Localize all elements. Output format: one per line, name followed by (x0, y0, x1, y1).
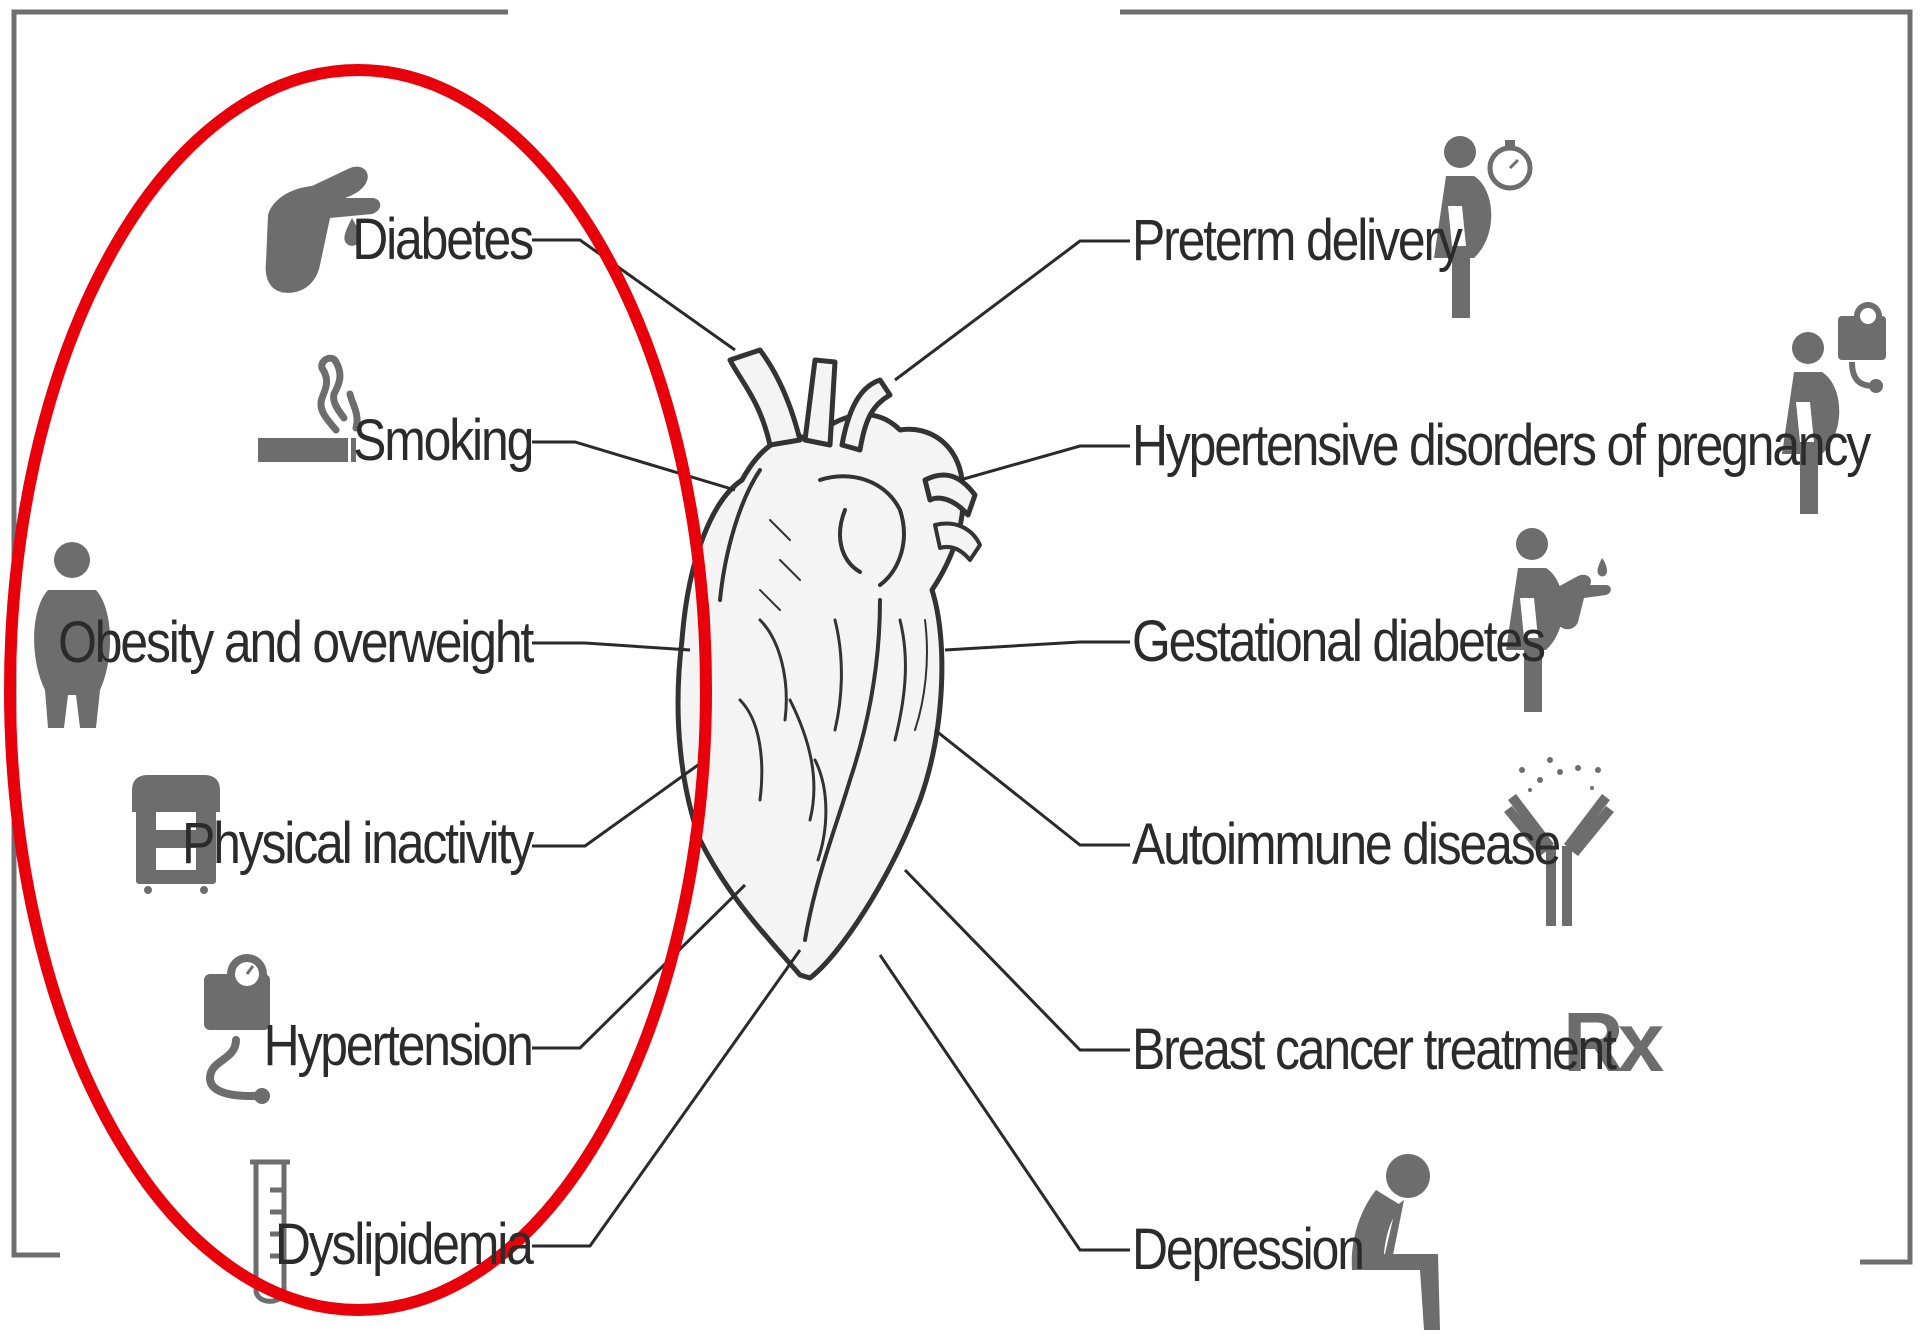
label-gestational-diabetes: Gestational diabetes (1132, 613, 1544, 671)
label-autoimmune-disease: Autoimmune disease (1132, 816, 1559, 874)
label-dyslipidemia: Dyslipidemia (275, 1216, 532, 1274)
pregnant-woman-blood-pressure-icon (1782, 302, 1886, 514)
label-obesity: Obesity and overweight (58, 614, 532, 672)
label-hypertension: Hypertension (264, 1017, 532, 1075)
label-preterm-delivery: Preterm delivery (1132, 212, 1461, 270)
heart-illustration (678, 350, 980, 978)
cigarette-icon (258, 358, 357, 462)
label-breast-cancer-treatment: Breast cancer treatment (1132, 1021, 1615, 1079)
label-physical-inactivity: Physical inactivity (182, 815, 532, 873)
label-depression: Depression (1132, 1221, 1363, 1279)
depressed-person-icon (1352, 1154, 1440, 1330)
label-smoking: Smoking (353, 412, 532, 470)
label-diabetes: Diabetes (352, 211, 532, 269)
blood-pressure-monitor-icon (204, 954, 270, 1104)
label-hypertensive-disorders: Hypertensive disorders of pregnancy (1132, 417, 1869, 475)
